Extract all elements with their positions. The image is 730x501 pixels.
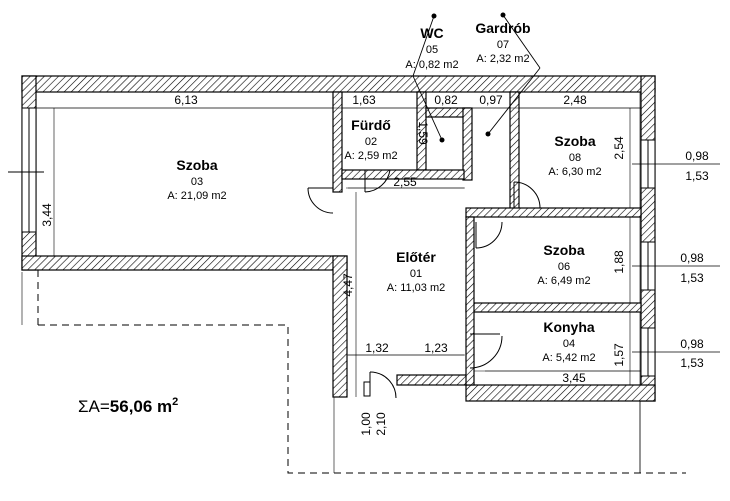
room-label-szoba-06: Szoba 06 A: 6,49 m2 [537,242,590,287]
doors [307,124,541,399]
dimension-lines [36,107,641,397]
window-4-width: 0,98 [680,337,704,351]
dim-hall-255: 2,55 [393,175,417,189]
room-name: WC [420,25,443,41]
window-6-width: 0,98 [680,251,704,265]
room-name: Szoba [176,157,217,173]
room-label-szoba-03: Szoba 03 A: 21,09 m2 [167,157,226,202]
room-number: 01 [410,268,422,280]
window-leaders [632,163,720,353]
dim-top-082: 0,82 [434,93,458,107]
room-name: Előtér [396,249,436,265]
room-label-eloter-01: Előtér 01 A: 11,03 m2 [387,249,446,294]
total-area: ΣA=56,06 m2 [78,396,178,416]
room-name: Fürdő [351,117,391,133]
window-8-width: 0,98 [685,149,709,163]
dim-hall-132: 1,32 [365,341,389,355]
window-labels: 0,98 1,53 0,98 1,53 0,98 1,53 [680,149,709,370]
room-name: Szoba [554,133,595,149]
room-name: Szoba [543,242,584,258]
window-4-height: 1,53 [680,356,704,370]
room-label-konyha-04: Konyha 04 A: 5,42 m2 [542,319,595,364]
room-number: 03 [191,176,203,188]
total-sup: 2 [172,396,178,408]
terrace-outline [37,270,686,474]
room-label-furdo-02: Fürdő 02 A: 2,59 m2 [344,117,397,162]
dim-door-100: 1,00 [359,412,373,436]
room-area: A: 2,59 m2 [344,150,397,162]
room-number: 02 [365,136,377,148]
room-number: 06 [558,261,570,273]
room-name: Gardrób [475,20,530,36]
leader-dots [431,12,506,143]
room-label-wc-05: WC 05 A: 0,82 m2 [405,25,458,71]
room-number: 08 [569,152,581,164]
room-area: A: 2,32 m2 [476,53,529,65]
room-area: A: 0,82 m2 [405,59,458,71]
dim-top-163: 1,63 [352,93,376,107]
room-area: A: 6,30 m2 [548,166,601,178]
dim-kitchen-345: 3,45 [562,371,586,385]
dim-right-157: 1,57 [612,343,626,367]
room-number: 05 [426,44,438,56]
label-leaders [412,14,541,141]
dim-left-344: 3,44 [40,203,54,227]
room-area: A: 5,42 m2 [542,352,595,364]
dim-top-248: 2,48 [563,93,587,107]
room-area: A: 21,09 m2 [167,190,226,202]
room-label-gardrob-07: Gardrób 07 A: 2,32 m2 [475,20,530,65]
dim-right-188: 1,88 [612,250,626,274]
dim-hall-447: 4,47 [341,273,355,297]
dim-top-613: 6,13 [174,93,198,107]
dim-right-254: 2,54 [612,136,626,160]
room-number: 04 [563,338,575,350]
room-name: Konyha [543,319,595,335]
total-prefix: ΣA= [78,397,110,416]
window-8-height: 1,53 [685,169,709,183]
window-6-height: 1,53 [680,271,704,285]
dim-top-097: 0,97 [479,93,503,107]
dim-bath-159: 1,59 [416,121,430,145]
dim-door-210: 2,10 [374,412,388,436]
room-label-szoba-08: Szoba 08 A: 6,30 m2 [548,133,601,178]
dim-hall-123: 1,23 [424,341,448,355]
room-number: 07 [497,39,509,51]
room-area: A: 11,03 m2 [387,282,446,294]
total-value: 56,06 m [110,397,172,416]
room-area: A: 6,49 m2 [537,275,590,287]
dimension-labels: 6,13 1,63 0,82 0,97 2,48 2,55 1,32 1,23 … [40,93,626,436]
